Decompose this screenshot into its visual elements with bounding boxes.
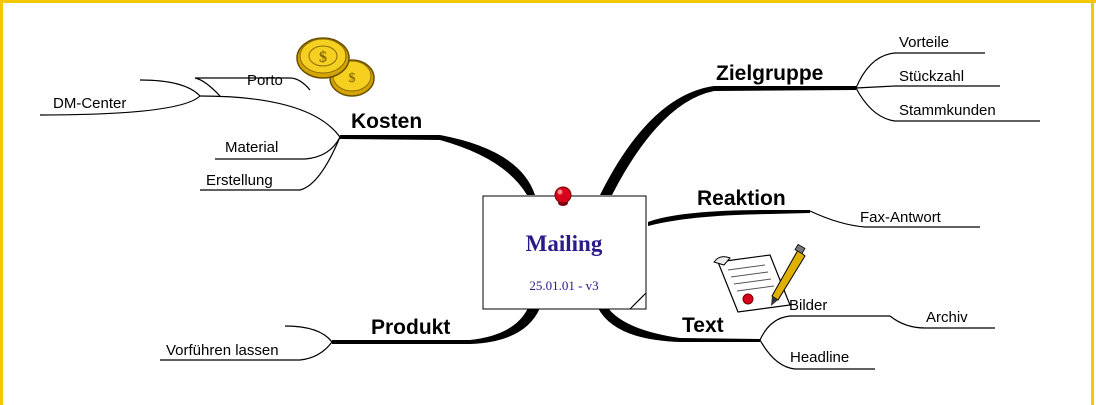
branch-label-kosten[interactable]: Kosten [351, 110, 422, 133]
leaf-label-stueckzahl[interactable]: Stückzahl [899, 68, 964, 85]
frame-left-border [0, 0, 3, 405]
leaf-label-stammkunden[interactable]: Stammkunden [899, 102, 996, 119]
svg-text:$: $ [349, 71, 356, 86]
leaf-label-bilder[interactable]: Bilder [789, 297, 827, 314]
branch-label-zielgruppe[interactable]: Zielgruppe [716, 62, 823, 85]
leaf-connectors [39, 52, 1040, 370]
frame-top-border [0, 0, 1096, 3]
pin-icon [554, 186, 572, 206]
document-pen-icon [713, 243, 806, 313]
leaf-label-erstellung[interactable]: Erstellung [206, 172, 273, 189]
coins-icon: $ $ [296, 37, 375, 97]
main-branches [332, 86, 856, 344]
leaf-label-fax-antwort[interactable]: Fax-Antwort [860, 209, 942, 226]
leaf-label-vorteile[interactable]: Vorteile [899, 34, 949, 51]
branch-label-reaktion[interactable]: Reaktion [697, 187, 786, 210]
central-topic-subtitle: 25.01.01 - v3 [529, 278, 598, 293]
leaf-label-material[interactable]: Material [225, 139, 278, 156]
svg-text:$: $ [319, 49, 327, 66]
central-topic-card[interactable]: Mailing 25.01.01 - v3 [482, 195, 647, 310]
branch-label-produkt[interactable]: Produkt [371, 316, 450, 339]
leaf-label-archiv[interactable]: Archiv [926, 309, 968, 326]
leaf-label-headline[interactable]: Headline [790, 349, 849, 366]
leaf-label-dm-center[interactable]: DM-Center [53, 95, 126, 112]
central-topic-title: Mailing [526, 231, 603, 256]
leaf-label-vorfuehren-lassen[interactable]: Vorführen lassen [166, 342, 279, 359]
branch-label-text[interactable]: Text [682, 314, 724, 337]
leaf-label-porto[interactable]: Porto [247, 72, 283, 89]
